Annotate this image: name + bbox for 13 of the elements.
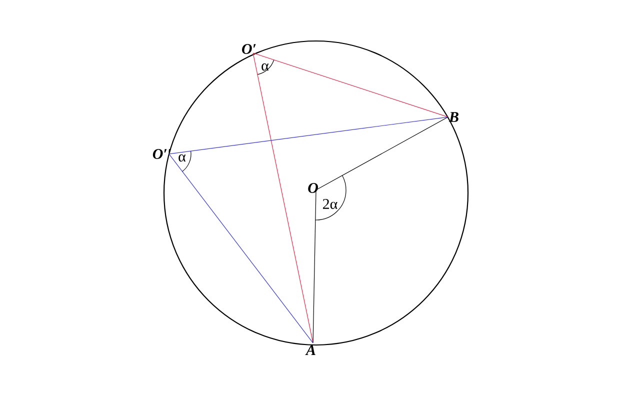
line-segment [252, 52, 448, 118]
angle-label: 2α [322, 198, 338, 210]
point-label: O [308, 182, 318, 194]
line-segment [316, 116, 448, 190]
line-segment [168, 116, 448, 154]
line-segment [312, 190, 316, 344]
line-segment [252, 52, 314, 344]
angle-label: α [262, 63, 269, 71]
point-label: O′ [242, 44, 256, 54]
line-segment [168, 154, 314, 344]
point-label: B [448, 112, 458, 122]
angle-label: α [178, 154, 186, 162]
point-label: A [305, 345, 316, 355]
